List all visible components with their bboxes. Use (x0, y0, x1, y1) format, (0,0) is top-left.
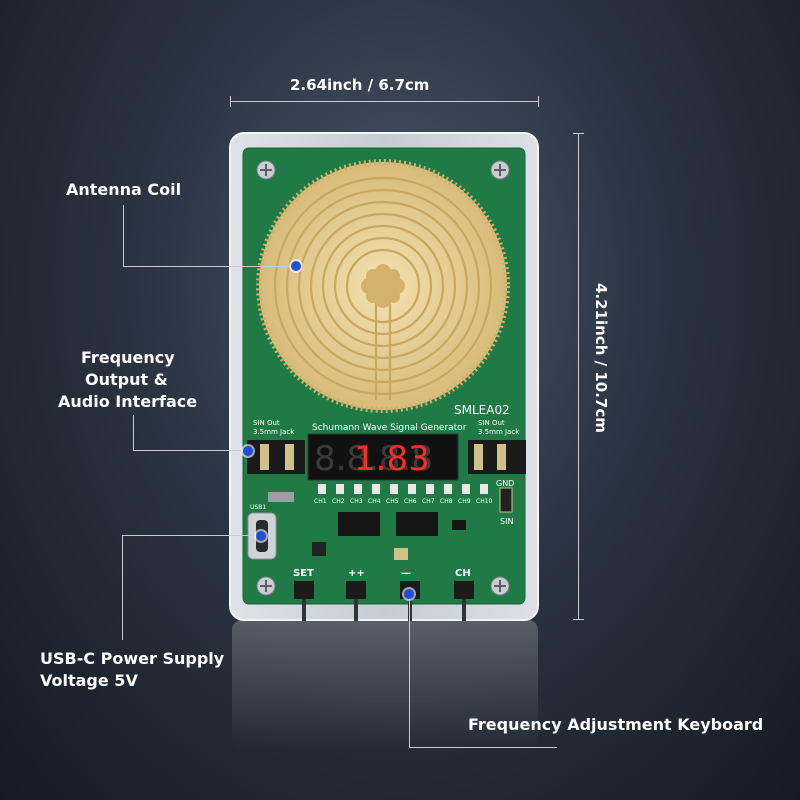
channel-label: CH9 (458, 498, 471, 505)
leader-line (123, 205, 124, 267)
component-smd (394, 548, 408, 560)
callout-frequency-output-line2: Output & (85, 370, 168, 389)
crystal-component (268, 492, 294, 502)
callout-frequency-output-line1: Frequency (81, 348, 175, 367)
height-dimension-tick-bottom (573, 619, 584, 620)
channel-label: CH8 (440, 498, 453, 505)
button-label-ch: CH (455, 568, 471, 579)
callout-dot (291, 261, 301, 271)
button-label-set: SET (293, 568, 314, 579)
callout-antenna-coil: Antenna Coil (66, 180, 182, 199)
callout-dot (404, 589, 414, 599)
jack-label-left-1: SIN Out (253, 419, 280, 427)
channel-labels: CH1 CH2 CH3 CH4 CH5 CH6 CH7 CH8 CH9 CH10 (314, 498, 493, 505)
channel-label: CH7 (422, 498, 435, 505)
board-model: SMLEA02 (454, 403, 510, 417)
channel-label: CH4 (368, 498, 381, 505)
jack-label-left-2: 3.5mm Jack (253, 428, 295, 436)
jack-label-right-1: SIN Out (478, 419, 505, 427)
ic-chip (396, 512, 438, 536)
width-dimension-tick-left (230, 96, 231, 107)
leader-line (133, 415, 134, 450)
gnd-sin-header (499, 487, 513, 513)
callout-usb-power-line1: USB-C Power Supply (40, 649, 225, 668)
leader-line (122, 535, 261, 536)
height-dimension-tick-top (573, 133, 584, 134)
gnd-label: GND (496, 479, 514, 488)
width-dimension-tick-right (538, 96, 539, 107)
board-subtitle: Schumann Wave Signal Generator (312, 423, 467, 433)
callout-dot (256, 531, 266, 541)
channel-label: CH6 (404, 498, 417, 505)
component-smd (312, 542, 326, 556)
leader-line (409, 747, 557, 748)
leader-line (122, 535, 123, 640)
seven-segment-display (307, 433, 459, 481)
audio-jack-left (247, 440, 305, 474)
leader-line (133, 450, 246, 451)
usb-label: USB1 (250, 504, 266, 511)
channel-label: CH3 (350, 498, 363, 505)
callout-keyboard: Frequency Adjustment Keyboard (468, 715, 764, 734)
callout-usb-power-line2: Voltage 5V (40, 671, 138, 690)
callout-frequency-output-line3: Audio Interface (58, 392, 198, 411)
jack-label-right-2: 3.5mm Jack (478, 428, 520, 436)
width-dimension-label: 2.64inch / 6.7cm (290, 76, 430, 94)
device-reflection (232, 620, 538, 750)
height-dimension-line (578, 133, 579, 619)
ic-chip (452, 520, 466, 530)
channel-label: CH5 (386, 498, 399, 505)
button-label-plus: ++ (348, 568, 365, 579)
width-dimension-line (230, 101, 538, 102)
channel-label: CH10 (476, 498, 493, 505)
ic-chip (338, 512, 380, 536)
screw-icon (256, 160, 510, 596)
leader-line (123, 266, 296, 267)
channel-label: CH1 (314, 498, 327, 505)
callout-dot (243, 446, 253, 456)
antenna-coil-graphic (256, 159, 510, 413)
display-value: 1.83 (354, 439, 430, 479)
channel-label: CH2 (332, 498, 345, 505)
leader-line (409, 594, 410, 748)
audio-jack-right (468, 440, 526, 474)
sin-label: SIN (500, 517, 513, 526)
button-label-minus: — (401, 568, 411, 579)
channel-leds (318, 484, 488, 494)
display-ghost-digits: 8.8.8.8 (314, 439, 433, 479)
